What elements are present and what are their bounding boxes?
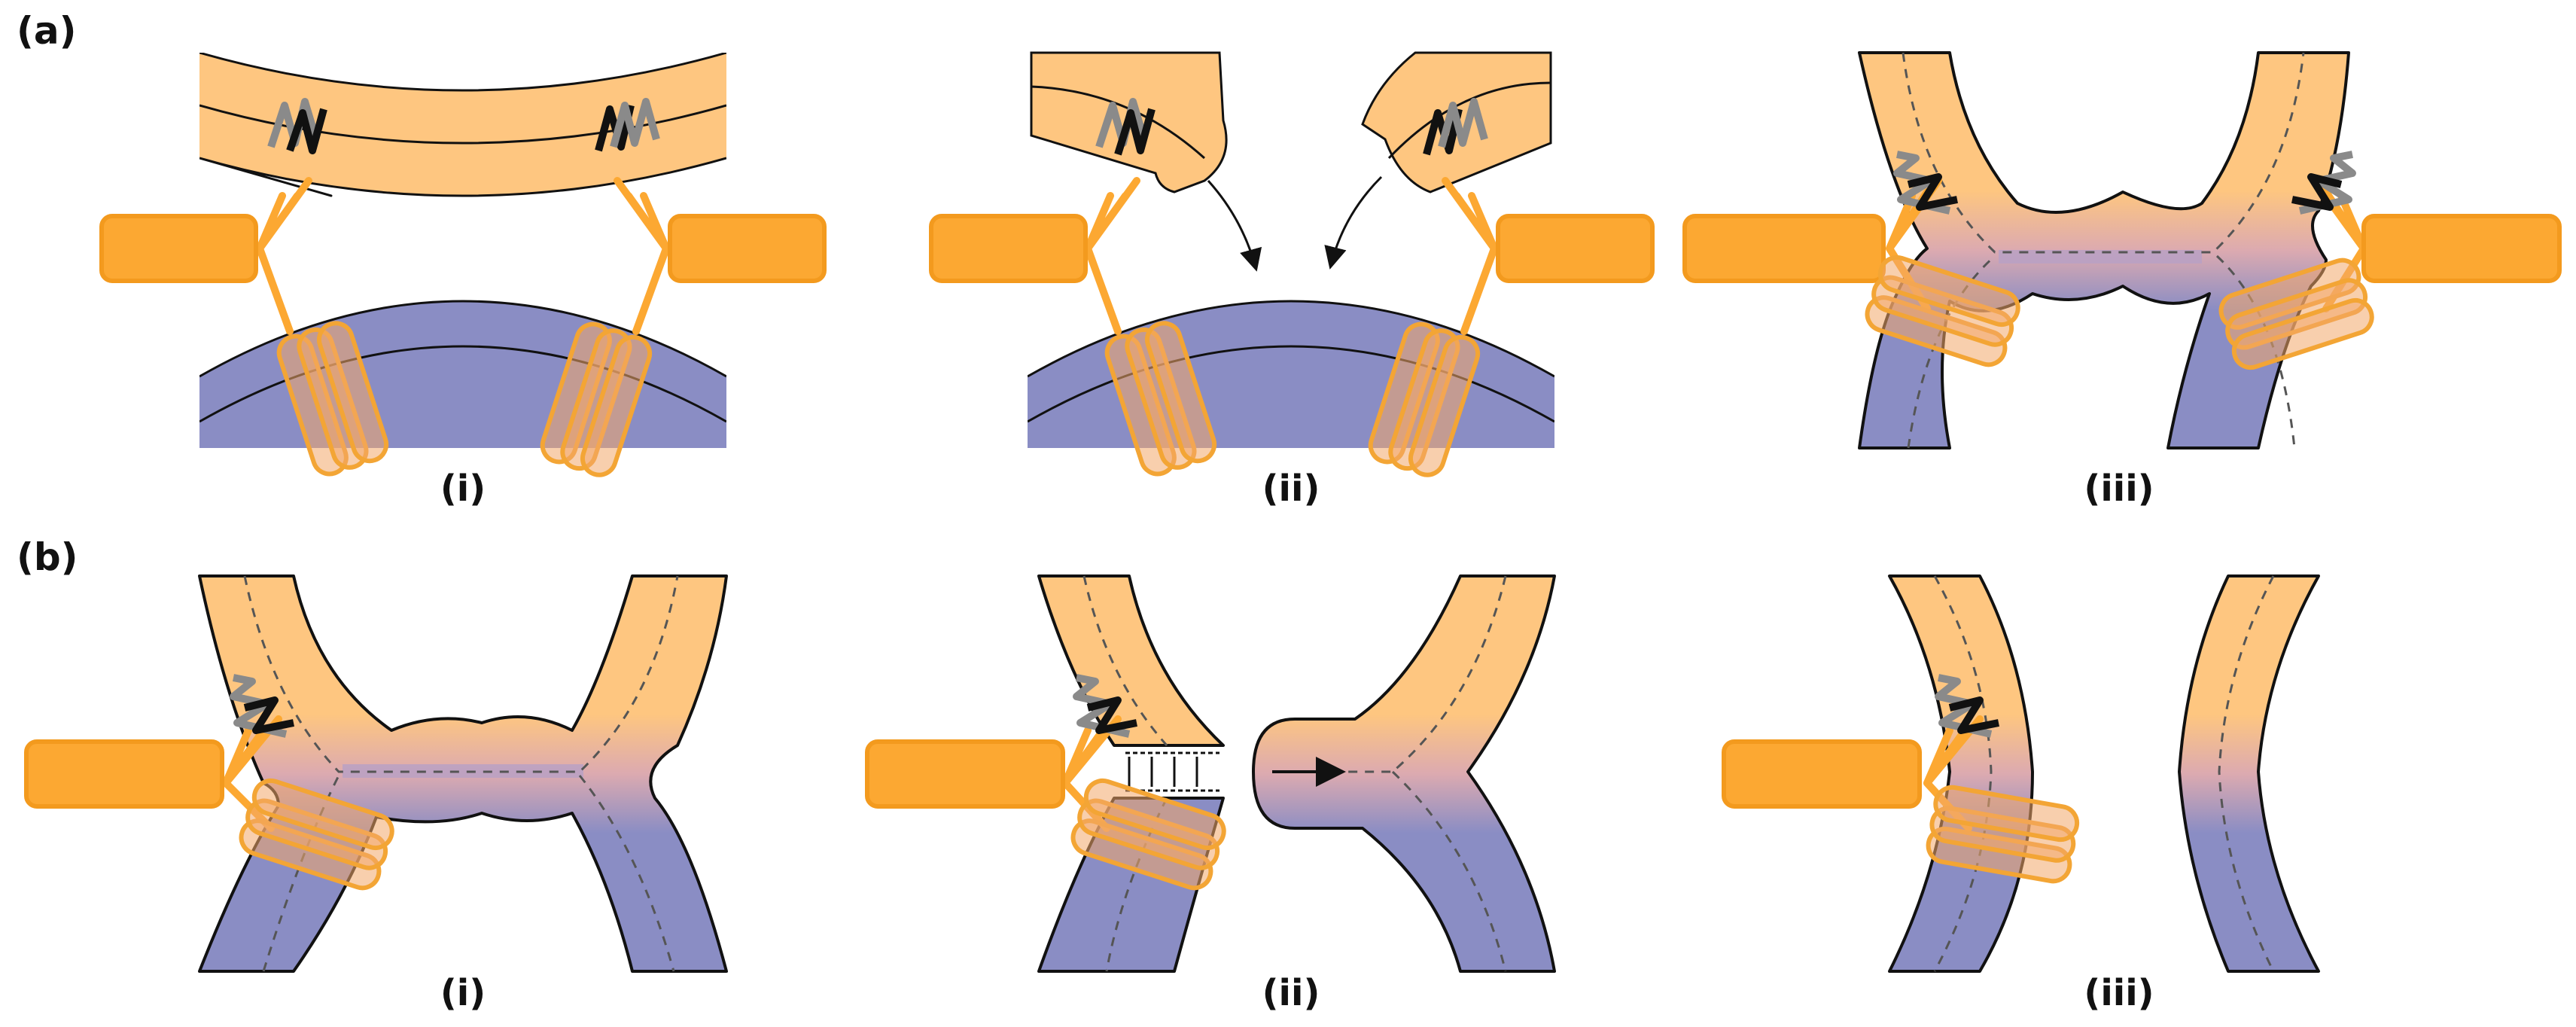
panel-b1: (i) — [24, 574, 728, 1014]
panel-b3: (iii) — [1722, 574, 2320, 1014]
arrow-icon — [1207, 179, 1262, 272]
panel-a2: (ii) — [929, 51, 1655, 510]
panel-label-a1: (i) — [440, 468, 486, 510]
tether-protein-icon — [1722, 739, 1922, 809]
panel-a1: (i) — [99, 53, 827, 510]
lower-membrane — [199, 301, 726, 448]
tether-protein-icon — [1682, 214, 1886, 283]
upper-membrane-fragment — [1037, 574, 1225, 747]
tether-protein-icon — [2361, 214, 2562, 283]
tether-protein-icon — [24, 739, 224, 809]
right-membrane — [2178, 574, 2320, 973]
row-label-a: (a) — [17, 9, 76, 53]
tether-protein-icon — [865, 739, 1065, 809]
panel-b2: (ii) — [865, 574, 1556, 1014]
row-label-b: (b) — [17, 535, 78, 579]
pore-arrows — [1125, 751, 1219, 792]
helix-bundle-icon — [276, 321, 389, 477]
tether-protein-icon — [929, 214, 1088, 283]
panel-label-b1: (i) — [440, 972, 486, 1014]
panel-label-a3: (iii) — [2084, 468, 2154, 510]
panel-a3: (iii) — [1682, 51, 2562, 510]
tether-protein-icon — [1496, 214, 1655, 283]
lower-membrane — [1028, 301, 1554, 448]
tether-protein-icon — [668, 214, 827, 283]
panel-label-b2: (ii) — [1262, 972, 1320, 1014]
upper-membrane — [199, 53, 726, 196]
fused-membrane — [1252, 574, 1556, 973]
panel-label-b3: (iii) — [2084, 972, 2154, 1014]
arrow-icon — [1324, 175, 1383, 270]
tether-protein-icon — [99, 214, 258, 283]
panel-label-a2: (ii) — [1262, 468, 1320, 510]
